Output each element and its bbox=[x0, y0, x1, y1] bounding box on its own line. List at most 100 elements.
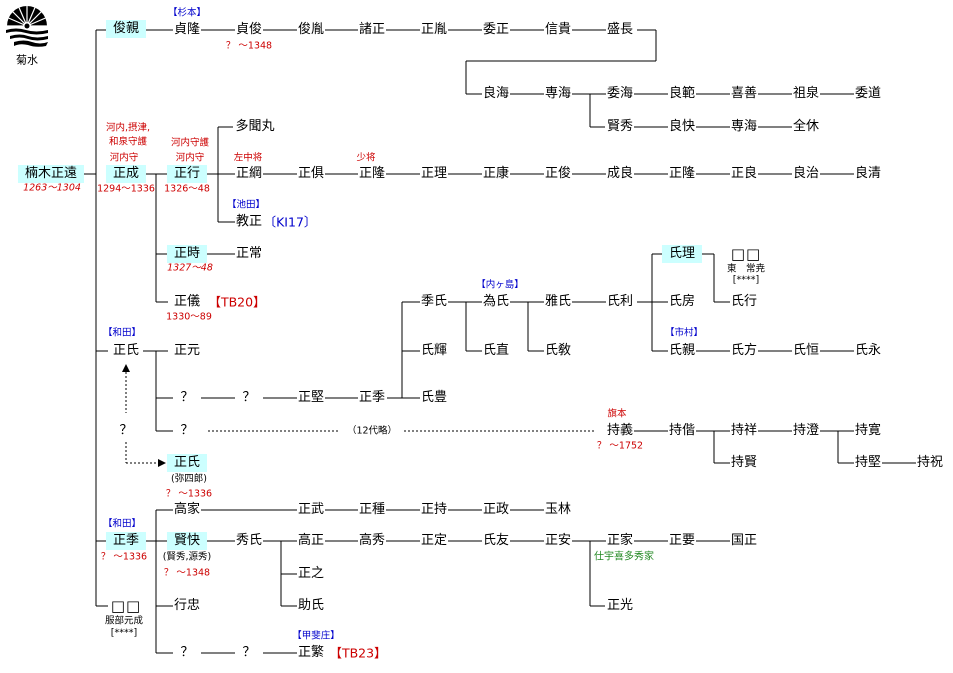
person-kizen[interactable]: 喜善 bbox=[730, 86, 758, 101]
person-masatsune[interactable]: 正常 bbox=[235, 246, 263, 261]
person-imasa[interactable]: 委正 bbox=[482, 22, 510, 37]
person-senkai-b[interactable]: 専海 bbox=[730, 119, 758, 134]
person-masatane-b[interactable]: 正胤 bbox=[420, 22, 448, 37]
note-kenkai: (賢秀,源秀) bbox=[162, 551, 212, 563]
person-unknown-squares-1[interactable]: □□ bbox=[110, 597, 142, 615]
person-ujitoyo[interactable]: 氏豊 bbox=[420, 390, 448, 405]
person-masasue[interactable]: 正季 bbox=[105, 532, 147, 550]
person-gyokurin[interactable]: 玉林 bbox=[544, 502, 572, 517]
person-masauji-1[interactable]: 正氏 bbox=[112, 343, 140, 358]
person-unknown-squares-2[interactable]: □□ bbox=[730, 245, 762, 263]
person-masamasa[interactable]: 正政 bbox=[482, 502, 510, 517]
person-masauji-2[interactable]: 正氏 bbox=[166, 454, 208, 472]
person-shosei[interactable]: 諸正 bbox=[358, 22, 386, 37]
person-unknown-2[interactable]: ？ bbox=[180, 390, 194, 405]
person-unknown-5[interactable]: ？ bbox=[242, 390, 256, 405]
family-ikeda: 【池田】 bbox=[226, 199, 266, 211]
person-ryohan[interactable]: 良範 bbox=[668, 86, 696, 101]
person-sueuji[interactable]: 季氏 bbox=[420, 294, 448, 309]
person-ujinori[interactable]: 氏敎 bbox=[544, 343, 572, 358]
person-shunshin[interactable]: 俊親 bbox=[105, 20, 147, 38]
person-masataka-b[interactable]: 正隆 bbox=[668, 166, 696, 181]
person-kunimasa[interactable]: 国正 bbox=[730, 533, 758, 548]
person-imichi[interactable]: 委道 bbox=[854, 86, 882, 101]
person-hideuji[interactable]: 秀氏 bbox=[235, 533, 263, 548]
person-ujichika[interactable]: 氏親 bbox=[668, 343, 696, 358]
person-kenshu[interactable]: 賢秀 bbox=[606, 119, 634, 134]
person-mochikata-b[interactable]: 持堅 bbox=[854, 455, 882, 470]
person-masanori[interactable]: 正儀 bbox=[173, 294, 201, 309]
person-yukitada[interactable]: 行忠 bbox=[173, 598, 201, 613]
person-unknown-3[interactable]: ？ bbox=[180, 423, 194, 438]
person-takamasa[interactable]: 高正 bbox=[297, 533, 325, 548]
person-masamoto[interactable]: 正元 bbox=[173, 343, 201, 358]
person-ujitsune[interactable]: 氏恒 bbox=[792, 343, 820, 358]
person-ryosei[interactable]: 良清 bbox=[854, 166, 882, 181]
person-unknown-1[interactable]: ？ bbox=[119, 423, 133, 438]
person-ujifusa[interactable]: 氏房 bbox=[668, 294, 696, 309]
person-ryokai-b[interactable]: 良快 bbox=[668, 119, 696, 134]
person-masayasu-b[interactable]: 正安 bbox=[544, 533, 572, 548]
person-mochiyoshi-b[interactable]: 持祥 bbox=[730, 423, 758, 438]
person-nobutaka[interactable]: 信貴 bbox=[544, 22, 572, 37]
person-masatoshi[interactable]: 正俊 bbox=[544, 166, 572, 181]
person-masatomo[interactable]: 正俱 bbox=[297, 166, 325, 181]
person-mochitoku[interactable]: 持澄 bbox=[792, 423, 820, 438]
person-masatsura[interactable]: 正行 bbox=[166, 165, 208, 183]
person-masasada[interactable]: 正定 bbox=[420, 533, 448, 548]
person-ujiyuki[interactable]: 氏行 bbox=[730, 294, 758, 309]
person-unknown-4[interactable]: ？ bbox=[180, 645, 194, 660]
person-masamitsu[interactable]: 正光 bbox=[606, 598, 634, 613]
person-ujinao[interactable]: 氏直 bbox=[482, 343, 510, 358]
person-tamonmaru[interactable]: 多聞丸 bbox=[235, 119, 275, 134]
person-ujitada[interactable]: 氏理 bbox=[661, 245, 703, 263]
person-masashige-b[interactable]: 正繁 bbox=[297, 645, 325, 660]
person-masayuki[interactable]: 正之 bbox=[297, 566, 325, 581]
person-ujinaga[interactable]: 氏永 bbox=[854, 343, 882, 358]
person-masatada[interactable]: 正理 bbox=[420, 166, 448, 181]
person-iokai[interactable]: 委海 bbox=[606, 86, 634, 101]
person-unknown-6[interactable]: ？ bbox=[242, 645, 256, 660]
person-gauji[interactable]: 雅氏 bbox=[544, 294, 572, 309]
person-sukeuji[interactable]: 助氏 bbox=[297, 598, 325, 613]
person-masataka[interactable]: 正隆 bbox=[358, 166, 386, 181]
person-masatsuna[interactable]: 正綱 bbox=[235, 166, 263, 181]
person-masayasu[interactable]: 正康 bbox=[482, 166, 510, 181]
person-mochiyoshi[interactable]: 持義 bbox=[606, 423, 634, 438]
person-masamochi[interactable]: 正持 bbox=[420, 502, 448, 517]
person-masayoshi[interactable]: 正良 bbox=[730, 166, 758, 181]
person-sadatoshi[interactable]: 貞俊 bbox=[235, 22, 263, 37]
person-tameuji[interactable]: 為氏 bbox=[482, 294, 510, 309]
person-masaie[interactable]: 正家 bbox=[606, 533, 634, 548]
person-mochitoki[interactable]: 持祝 bbox=[916, 455, 944, 470]
person-ryokai[interactable]: 良海 bbox=[482, 86, 510, 101]
person-takahide[interactable]: 高秀 bbox=[358, 533, 386, 548]
person-mochikata[interactable]: 持賢 bbox=[730, 455, 758, 470]
person-norimasa[interactable]: 教正 bbox=[235, 214, 263, 229]
person-masashige[interactable]: 正成 bbox=[105, 165, 147, 183]
person-mochisuke[interactable]: 持偕 bbox=[668, 423, 696, 438]
person-shunki[interactable]: 俊胤 bbox=[297, 22, 325, 37]
person-ujitoshi[interactable]: 氏利 bbox=[606, 294, 634, 309]
person-masasue-b[interactable]: 正季 bbox=[358, 390, 386, 405]
person-mochihiro[interactable]: 持寛 bbox=[854, 423, 882, 438]
person-kusunoki-masato[interactable]: 楠木正遠 bbox=[17, 165, 85, 183]
person-senkai[interactable]: 専海 bbox=[544, 86, 572, 101]
person-ujikata[interactable]: 氏方 bbox=[730, 343, 758, 358]
person-zenkyu[interactable]: 全休 bbox=[792, 119, 820, 134]
person-morinaga[interactable]: 盛長 bbox=[606, 22, 634, 37]
person-ryoji[interactable]: 良治 bbox=[792, 166, 820, 181]
person-masatoki[interactable]: 正時 bbox=[166, 245, 208, 263]
person-kenkai[interactable]: 賢快 bbox=[166, 532, 208, 550]
person-masatane[interactable]: 正種 bbox=[358, 502, 386, 517]
person-sosen[interactable]: 祖泉 bbox=[792, 86, 820, 101]
person-sadataka[interactable]: 貞隆 bbox=[173, 22, 201, 37]
person-ujitomo[interactable]: 氏友 bbox=[482, 533, 510, 548]
person-masakaname[interactable]: 正要 bbox=[668, 533, 696, 548]
person-masakata[interactable]: 正堅 bbox=[297, 390, 325, 405]
person-shigeyoshi[interactable]: 成良 bbox=[606, 166, 634, 181]
person-masatake[interactable]: 正武 bbox=[297, 502, 325, 517]
person-ujiteru[interactable]: 氏輝 bbox=[420, 343, 448, 358]
person-takaie[interactable]: 高家 bbox=[173, 502, 201, 517]
dates-masanori: 1330～89 bbox=[166, 311, 212, 323]
